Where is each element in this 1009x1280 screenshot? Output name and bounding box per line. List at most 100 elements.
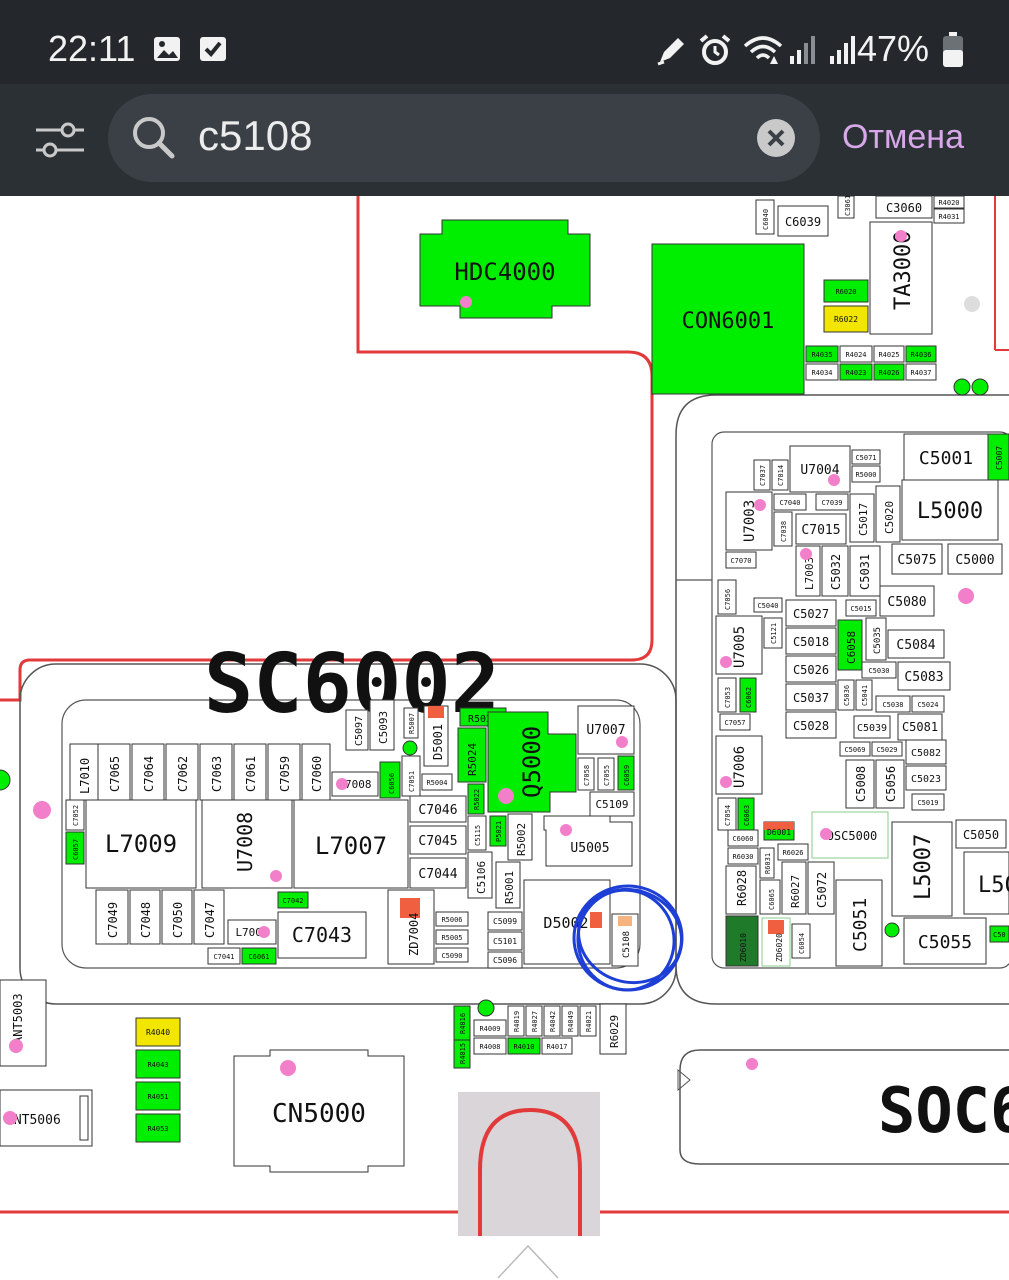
component-u7003[interactable]: U7003 <box>725 491 773 551</box>
component-c7039[interactable]: C7039 <box>815 493 849 511</box>
component-r4017[interactable]: R4017 <box>541 1037 573 1055</box>
component-c5075[interactable]: C5075 <box>891 543 943 575</box>
component-r4049[interactable]: R4049 <box>561 1005 579 1037</box>
component-r5006[interactable]: R5006 <box>435 911 469 927</box>
pcb-board-svg[interactable]: HDC4000 CON6001 C6040 C6039 C3061 C3060 … <box>0 195 1009 1280</box>
component-l7010[interactable]: L7010 <box>69 743 99 801</box>
component-r4040[interactable]: R4040 <box>135 1017 181 1047</box>
component-c5101[interactable]: C5101 <box>487 931 523 951</box>
component-r5024[interactable]: R5024 <box>457 727 487 783</box>
component-c5109[interactable]: C5109 <box>589 791 635 817</box>
component-c5018[interactable]: C5018 <box>785 627 837 655</box>
component-c5093[interactable]: C5093 <box>369 699 395 751</box>
component-c5041[interactable]: C5041 <box>855 679 873 711</box>
component-r5000[interactable]: R5000 <box>851 465 881 483</box>
component-l7008[interactable]: L7008 <box>331 771 379 797</box>
component-r4027[interactable]: R4027 <box>525 1005 543 1037</box>
component-r6026[interactable]: R6026 <box>777 843 809 861</box>
component-c5051[interactable]: C5051 <box>835 879 883 967</box>
component-c3060[interactable]: C3060 <box>875 195 933 219</box>
component-r4008[interactable]: R4008 <box>473 1037 507 1055</box>
component-c5096[interactable]: C5096 <box>487 951 523 969</box>
component-c7042[interactable]: C7042 <box>277 891 309 909</box>
component-c6061[interactable]: C6061 <box>241 947 277 965</box>
component-c7059[interactable]: C7059 <box>267 743 301 801</box>
component-c7052[interactable]: C7052 <box>65 799 85 831</box>
component-c5017[interactable]: C5017 <box>849 493 875 543</box>
component-p5021[interactable]: P5021 <box>489 815 507 847</box>
component-r6030[interactable]: R6030 <box>727 847 759 865</box>
component-l7007[interactable]: L7007 <box>293 799 409 889</box>
component-c5032[interactable]: C5032 <box>821 545 849 597</box>
component-c7061[interactable]: C7061 <box>233 743 267 801</box>
component-c5071[interactable]: C5071 <box>851 449 881 465</box>
component-hdc4000[interactable]: HDC4000 <box>419 219 591 319</box>
component-l50[interactable]: L50 <box>963 851 1009 915</box>
component-c6056[interactable]: C6056 <box>379 761 401 799</box>
component-u7004[interactable]: U7004 <box>789 445 851 493</box>
component-c5028[interactable]: C5028 <box>785 711 837 739</box>
component-c7063[interactable]: C7063 <box>199 743 233 801</box>
component-c7070[interactable]: C7070 <box>725 551 757 569</box>
component-c7037[interactable]: C7037 <box>753 459 771 491</box>
component-c7065[interactable]: C7065 <box>97 743 131 801</box>
component-c5097[interactable]: C5097 <box>345 709 369 751</box>
search-field[interactable]: c5108 <box>108 94 820 182</box>
component-c5023[interactable]: C5023 <box>905 765 947 791</box>
component-c7055[interactable]: C7055 <box>597 757 615 791</box>
component-r4025[interactable]: R4025 <box>873 345 905 363</box>
component-r4023[interactable]: R4023 <box>839 363 873 381</box>
component-c3061[interactable]: C3061 <box>837 195 855 219</box>
component-c7038[interactable]: C7038 <box>773 511 793 547</box>
component-c5030[interactable]: C5030 <box>861 661 897 679</box>
component-d6001[interactable]: D6001 <box>763 821 795 841</box>
component-l7009[interactable]: L7009 <box>85 799 197 889</box>
component-zd6020[interactable]: ZD6020 <box>761 917 791 967</box>
clear-icon[interactable] <box>756 118 796 163</box>
component-c6065[interactable]: C6065 <box>759 879 781 915</box>
component-r6031[interactable]: R6031 <box>759 847 775 879</box>
component-cn5000[interactable]: CN5000 <box>233 1049 405 1173</box>
component-r6028[interactable]: R6028 <box>725 865 757 915</box>
component-c5036[interactable]: C5036 <box>837 679 855 711</box>
component-c7014[interactable]: C7014 <box>771 459 789 491</box>
component-c5084[interactable]: C5084 <box>887 629 945 659</box>
component-zd7004[interactable]: ZD7004 <box>387 889 435 965</box>
component-r5002[interactable]: R5002 <box>507 813 533 861</box>
component-r4020[interactable]: R4020 <box>933 195 965 209</box>
component-c5099[interactable]: C5099 <box>487 911 523 931</box>
component-c7040[interactable]: C7040 <box>773 493 807 511</box>
component-c5035[interactable]: C5035 <box>865 617 887 661</box>
component-c7053[interactable]: C7053 <box>717 677 737 713</box>
component-c7062[interactable]: C7062 <box>165 743 199 801</box>
component-c5008[interactable]: C5008 <box>845 759 875 809</box>
component-c5039[interactable]: C5039 <box>853 715 891 739</box>
component-r4016[interactable]: R4016 <box>453 1005 471 1041</box>
component-c5055[interactable]: C5055 <box>903 917 987 965</box>
component-c7064[interactable]: C7064 <box>131 743 165 801</box>
component-c7056[interactable]: C7056 <box>717 579 737 615</box>
component-r5001[interactable]: R5001 <box>495 861 521 909</box>
component-c7049[interactable]: C7049 <box>95 889 129 945</box>
component-c7015[interactable]: C7015 <box>795 513 847 545</box>
component-r5022[interactable]: R5022 <box>467 783 485 815</box>
component-r4042[interactable]: R4042 <box>543 1005 561 1037</box>
component-c5031[interactable]: C5031 <box>849 545 881 597</box>
component-r4053[interactable]: R4053 <box>135 1113 181 1143</box>
component-c7060[interactable]: C7060 <box>301 743 331 801</box>
search-input[interactable]: c5108 <box>198 112 313 159</box>
component-c7045[interactable]: C7045 <box>409 825 467 855</box>
cancel-button[interactable]: Отмена <box>842 118 964 156</box>
component-c5037[interactable]: C5037 <box>785 683 837 711</box>
component-c5038[interactable]: C5038 <box>875 695 911 713</box>
component-c5029[interactable]: C5029 <box>871 741 903 757</box>
component-c5056[interactable]: C5056 <box>875 759 905 809</box>
component-d5001[interactable]: D5001 <box>423 705 449 767</box>
component-r4051[interactable]: R4051 <box>135 1081 181 1111</box>
component-r4021[interactable]: R4021 <box>579 1005 597 1037</box>
pcb-board-canvas[interactable]: HDC4000 CON6001 C6040 C6039 C3061 C3060 … <box>0 195 1009 1280</box>
component-c5072[interactable]: C5072 <box>807 861 835 915</box>
component-r4031[interactable]: R4031 <box>933 208 965 224</box>
component-c7054[interactable]: C7054 <box>717 797 737 831</box>
component-c6040[interactable]: C6040 <box>755 199 775 235</box>
